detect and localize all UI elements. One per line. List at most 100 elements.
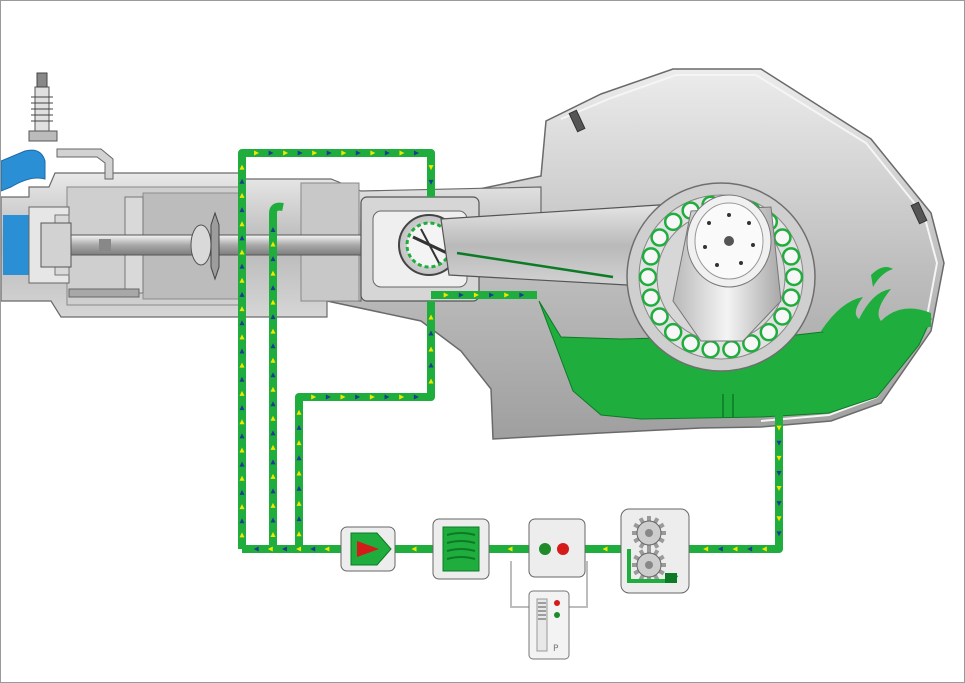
- flow-arrow: [428, 179, 434, 185]
- flow-arrow: [239, 362, 245, 368]
- flow-arrow: [239, 192, 245, 198]
- flow-arrow: [340, 394, 346, 400]
- flow-arrow: [239, 390, 245, 396]
- flow-arrow: [239, 489, 245, 495]
- bearing-roller: [650, 307, 669, 326]
- flow-arrow: [270, 401, 276, 407]
- flow-arrow: [270, 270, 276, 276]
- flow-arrow: [239, 306, 245, 312]
- flow-arrow: [428, 314, 434, 320]
- flow-arrow: [296, 470, 302, 476]
- flow-arrow: [369, 394, 375, 400]
- flow-arrow: [443, 292, 449, 298]
- bearing-roller: [663, 212, 683, 232]
- bearing-roller: [773, 228, 792, 247]
- flow-arrow: [413, 150, 419, 156]
- flow-arrow: [239, 277, 245, 283]
- bearing-roller: [781, 288, 801, 307]
- flow-arrow: [747, 546, 753, 552]
- flow-arrow: [776, 486, 782, 492]
- flow-arrow: [239, 291, 245, 297]
- flow-arrow: [411, 546, 417, 552]
- flow-arrow: [270, 459, 276, 465]
- flow-arrow: [776, 516, 782, 522]
- flow-arrow: [776, 425, 782, 431]
- flow-arrow: [384, 150, 390, 156]
- flow-arrow: [296, 531, 302, 537]
- flow-arrow: [310, 546, 316, 552]
- flow-arrow: [297, 150, 303, 156]
- bearing-roller: [641, 288, 661, 307]
- flow-arrow: [270, 256, 276, 262]
- flow-arrow: [428, 362, 434, 368]
- flow-arrow: [281, 546, 287, 552]
- flow-arrow: [270, 531, 276, 537]
- flow-arrow: [473, 292, 479, 298]
- flow-arrow: [239, 164, 245, 170]
- bearing-roller: [681, 334, 700, 353]
- flow-arrow: [239, 475, 245, 481]
- flow-arrow: [239, 178, 245, 184]
- flow-arrow: [270, 386, 276, 392]
- flow-arrow: [296, 546, 302, 552]
- flow-arrow: [239, 348, 245, 354]
- flow-arrow: [239, 504, 245, 510]
- pump-gear-icon: [632, 548, 666, 582]
- flow-arrow: [776, 470, 782, 476]
- flow-arrow: [254, 150, 260, 156]
- flow-arrow: [270, 502, 276, 508]
- coolant-jacket: [3, 215, 29, 275]
- flow-arrow: [239, 376, 245, 382]
- flow-arrow: [325, 394, 331, 400]
- bearing-roller: [638, 267, 658, 287]
- flow-arrow: [458, 292, 464, 298]
- bearing-roller: [641, 247, 661, 266]
- flow-arrow: [355, 150, 361, 156]
- oil-filter: [432, 518, 490, 580]
- flow-arrow: [239, 419, 245, 425]
- flow-arrow: [270, 444, 276, 450]
- flow-arrow: [504, 292, 510, 298]
- flow-arrow: [399, 394, 405, 400]
- check-valve: [340, 526, 396, 572]
- flow-arrow: [296, 500, 302, 506]
- flow-arrow: [239, 320, 245, 326]
- flow-arrow: [296, 424, 302, 430]
- flow-arrow: [239, 433, 245, 439]
- flow-arrow: [703, 546, 709, 552]
- bearing-roller: [781, 247, 801, 266]
- bearing-roller: [742, 334, 761, 353]
- gear-pump: [620, 508, 690, 594]
- flow-arrow: [732, 546, 738, 552]
- flow-arrow: [761, 546, 767, 552]
- flow-arrow: [253, 546, 259, 552]
- flow-arrow: [399, 150, 405, 156]
- flow-arrow: [776, 440, 782, 446]
- flow-arrow: [239, 221, 245, 227]
- flow-arrow: [776, 531, 782, 537]
- crankshaft: [672, 194, 782, 342]
- flow-arrow: [296, 409, 302, 415]
- flow-arrow: [270, 488, 276, 494]
- relief-valve: [1, 72, 114, 192]
- flow-arrow: [355, 394, 361, 400]
- gauge-label: P: [553, 644, 559, 654]
- bearing-roller: [722, 340, 741, 359]
- flow-arrow: [239, 532, 245, 538]
- flow-arrow: [270, 227, 276, 233]
- flow-arrow: [428, 165, 434, 171]
- flow-arrow: [326, 150, 332, 156]
- flow-arrow: [270, 299, 276, 305]
- flow-arrow: [602, 546, 608, 552]
- bearing-roller: [663, 322, 683, 342]
- flow-arrow: [428, 378, 434, 384]
- flow-arrow: [239, 461, 245, 467]
- bearing-roller: [784, 267, 804, 287]
- bearing-roller: [701, 340, 720, 359]
- flow-arrow: [341, 150, 347, 156]
- flow-arrow: [283, 150, 289, 156]
- flow-arrow: [239, 249, 245, 255]
- flow-arrow: [239, 207, 245, 213]
